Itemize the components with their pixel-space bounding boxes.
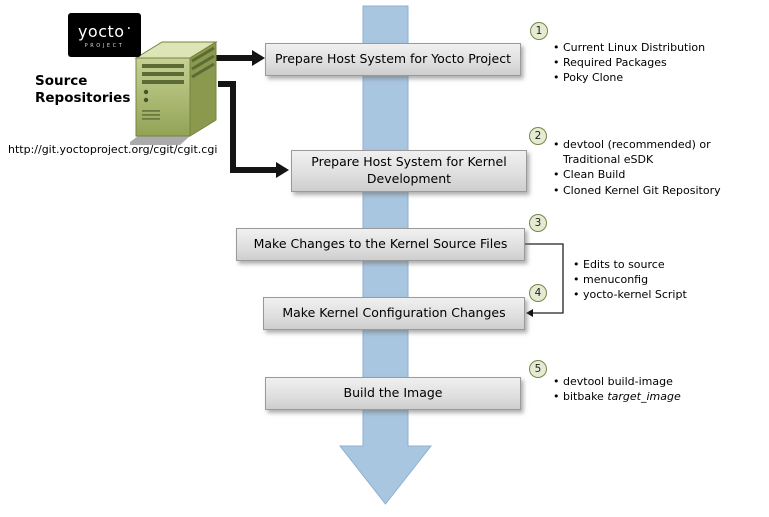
server-slot [142,64,184,68]
source-label-line2: Repositories [35,90,131,106]
server-side-slots [191,46,215,79]
server-slot [142,72,184,76]
bullet-item: Clean Build [552,167,752,182]
step-box-prepare-host-kernel: Prepare Host System for Kernel Developme… [291,150,527,192]
step-box-build-image: Build the Image [265,377,521,410]
step-box-make-config-changes: Make Kernel Configuration Changes [263,297,525,330]
step-number-badge-1: 1 [530,22,548,40]
bullet-item: Required Packages [552,55,767,70]
server-led [143,97,149,103]
server-front-face [135,57,191,137]
bullet-item: Current Linux Distribution [552,40,767,55]
notes-step-1: Current Linux DistributionRequired Packa… [552,40,767,86]
server-icon [130,41,218,145]
yocto-project-logo: yocto· PROJECT [68,13,141,57]
step-number-badge-5: 5 [529,360,547,378]
bullet-item: Edits to source [572,257,757,272]
step-number-badge-3: 3 [529,214,547,232]
arrow-head-step2 [276,162,289,178]
notes-steps-3-4: Edits to sourcemenuconfigyocto-kernel Sc… [572,257,757,303]
arrow-server-to-step2 [218,81,276,173]
notes-step-2: devtool (recommended) or Traditional eSD… [552,137,752,198]
step-number-badge-2: 2 [529,127,547,145]
bullet-item: Cloned Kernel Git Repository [552,183,752,198]
bullet-item: yocto-kernel Script [572,287,757,302]
step-number-badge-4: 4 [529,284,547,302]
yocto-logo-dot: · [126,21,132,37]
notes-step-5: devtool build-imagebitbake target_image [552,374,752,405]
arrow-head-step4 [526,309,533,317]
yocto-logo-subtitle: PROJECT [84,43,125,49]
step-box-make-source-changes: Make Changes to the Kernel Source Files [236,228,525,261]
yocto-logo-text: yocto [77,22,125,41]
server-vent [142,114,160,116]
arrow-head-step1 [252,50,265,66]
server-vent [142,118,160,120]
source-repositories-url: http://git.yoctoproject.org/cgit/cgit.cg… [8,143,218,156]
bullet-item: Poky Clone [552,70,767,85]
bracket-steps-3-4 [524,243,564,314]
server-led [143,89,149,95]
bullet-item: menuconfig [572,272,757,287]
bullet-item: bitbake target_image [552,389,752,404]
step-box-prepare-host-yocto: Prepare Host System for Yocto Project [265,43,521,76]
server-slot [142,80,184,84]
bullet-item: devtool (recommended) or Traditional eSD… [552,137,752,167]
source-repositories-label: Source Repositories [35,73,130,107]
server-shadow [130,136,190,145]
source-label-line1: Source [35,73,88,89]
server-vent [142,110,160,112]
yocto-logo-wordmark: yocto· [78,21,131,41]
bullet-item: devtool build-image [552,374,752,389]
